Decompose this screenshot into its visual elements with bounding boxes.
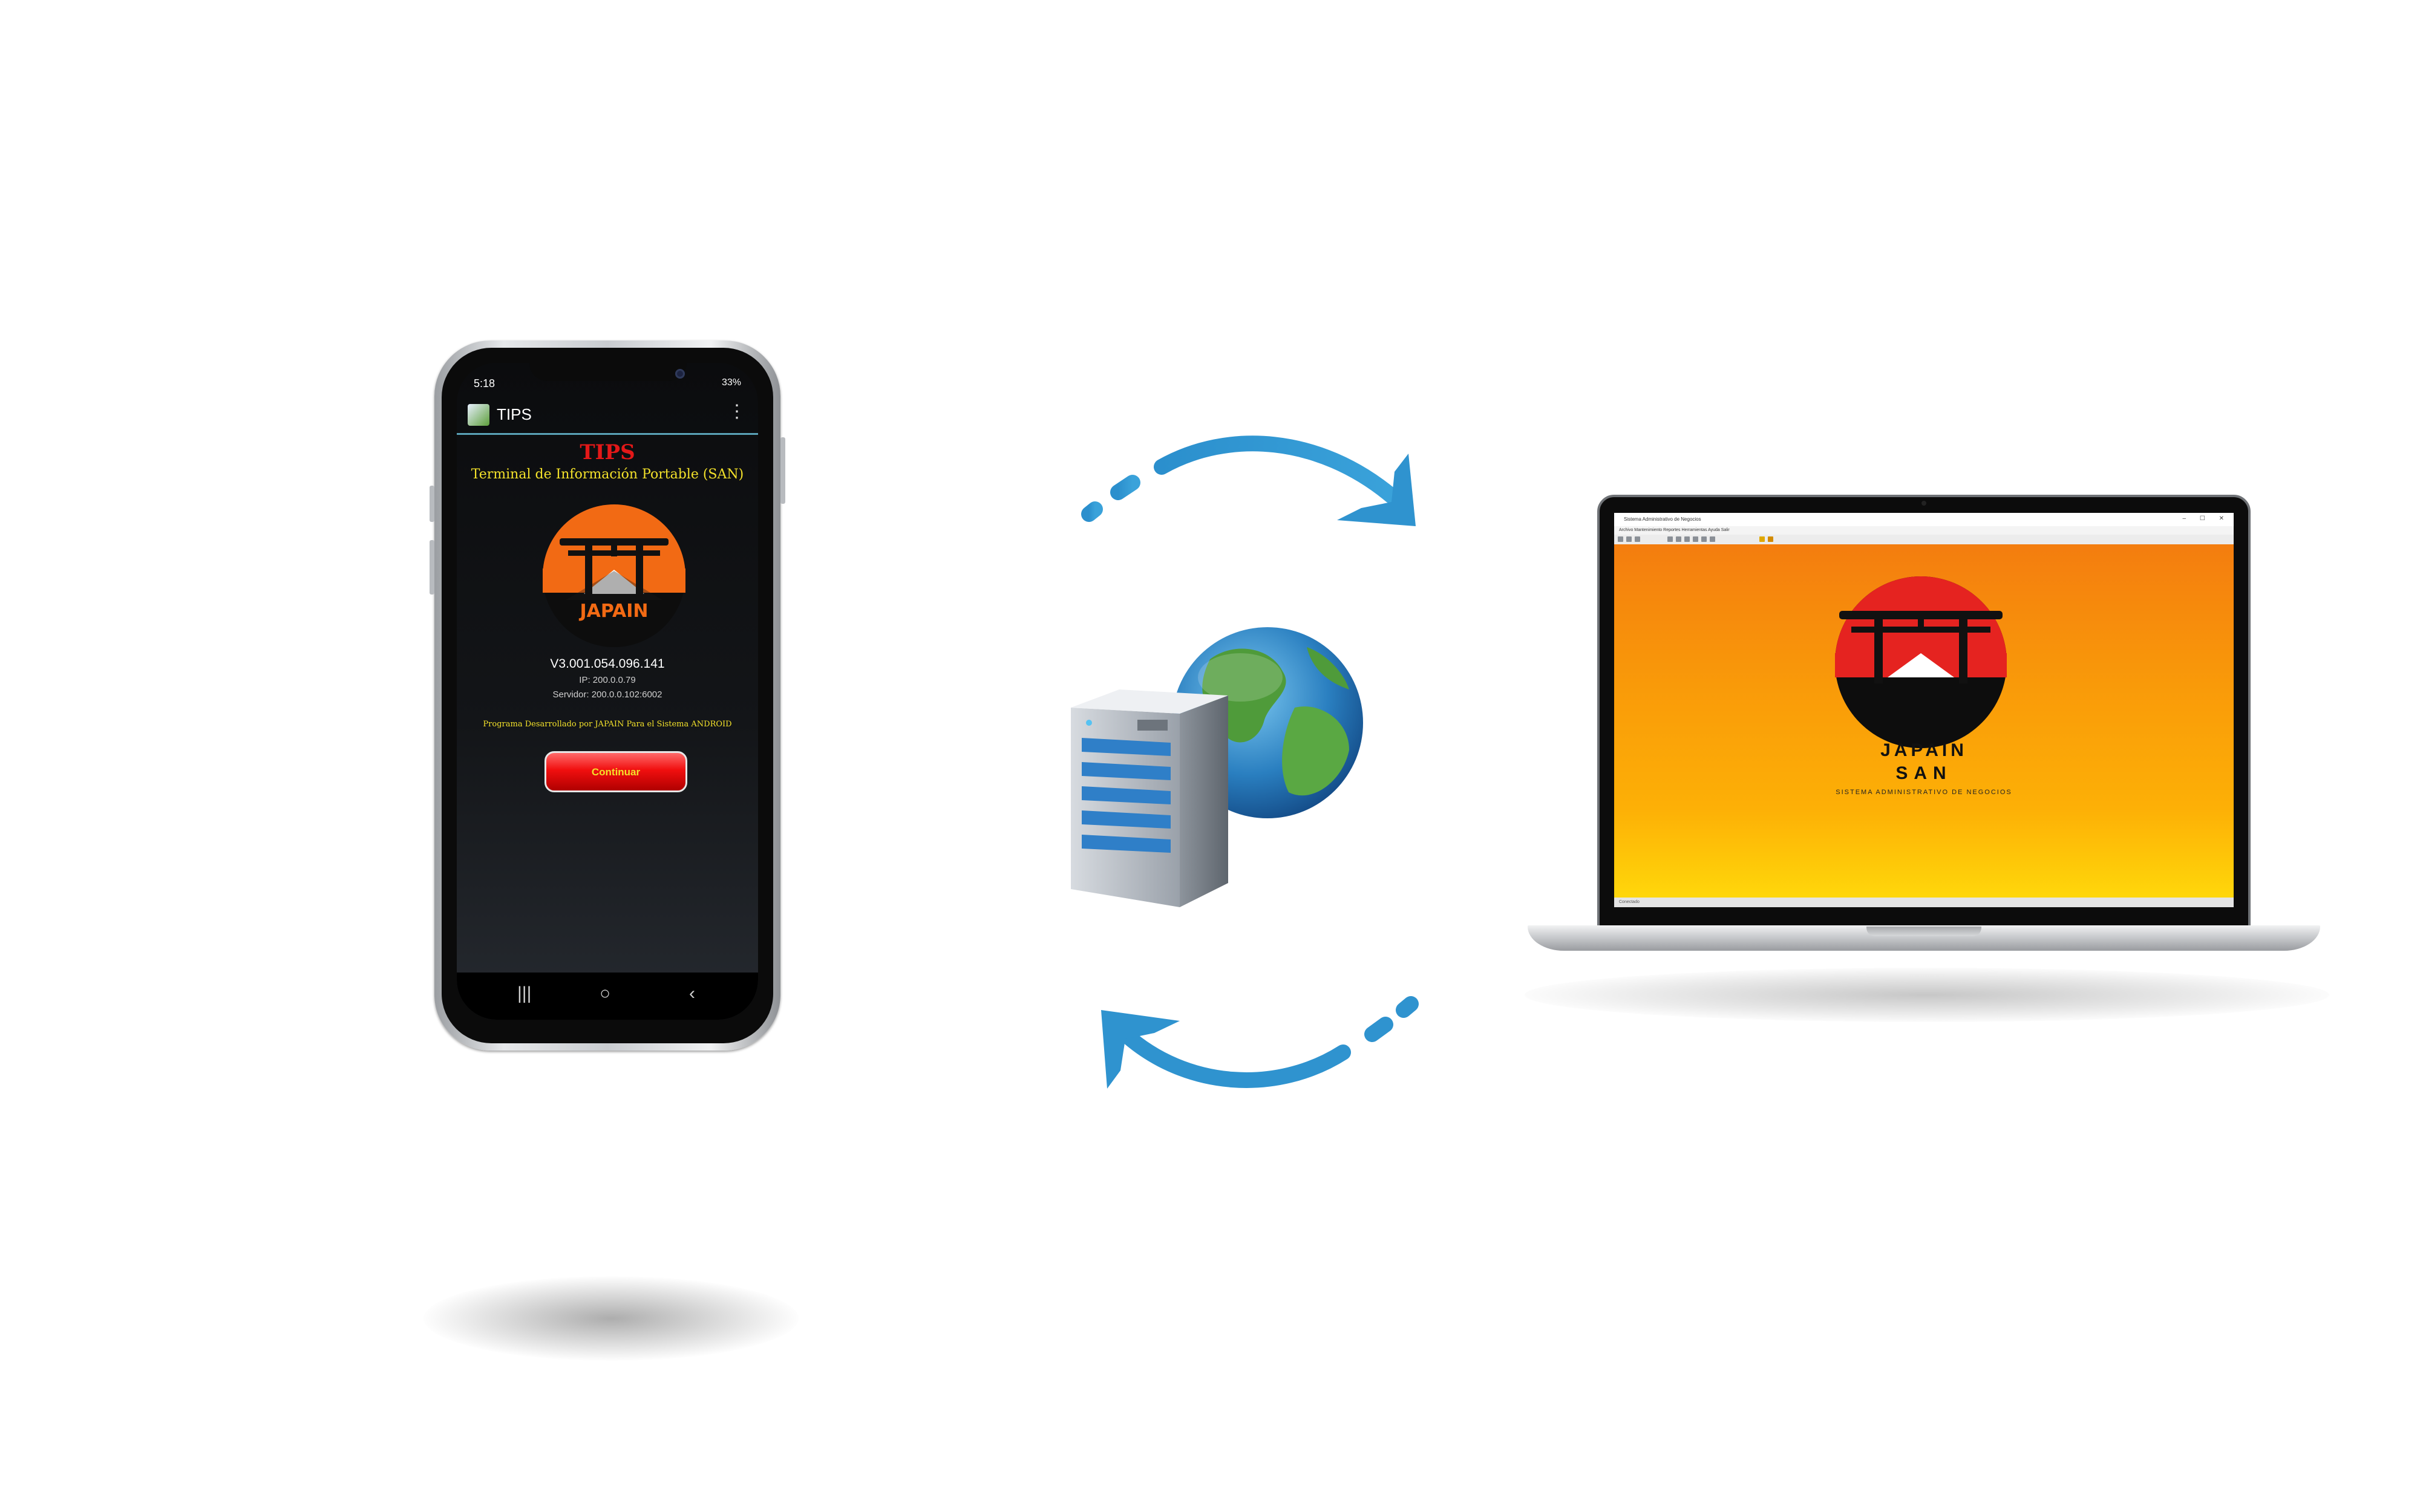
recents-icon[interactable]: ||| — [517, 983, 532, 1003]
toolbar-button[interactable] — [1710, 536, 1715, 542]
logo-text: JAPAIN — [578, 601, 648, 622]
toolbar-button[interactable] — [1759, 536, 1765, 542]
phone-bezel: 5:18 33% TIPS ⋮ TIPS Terminal de Informa… — [442, 348, 773, 1043]
server-icon — [1071, 689, 1228, 907]
laptop-opening-notch — [1866, 927, 1981, 936]
tips-subtitle: Terminal de Información Portable (SAN) — [471, 467, 744, 482]
status-bar: Conectado — [1614, 898, 2234, 907]
laptop: Sistema Administrativo de Negocios – ☐ ✕… — [1597, 495, 2251, 931]
japain-logo: JAPAIN — [543, 504, 685, 647]
toolbar-button[interactable] — [1635, 536, 1640, 542]
smartphone: 5:18 33% TIPS ⋮ TIPS Terminal de Informa… — [430, 341, 785, 1051]
phone-power-button — [780, 437, 785, 504]
torii-gate-icon — [560, 538, 669, 546]
phone-screen: 5:18 33% TIPS ⋮ TIPS Terminal de Informa… — [457, 363, 758, 1020]
webcam-icon — [1921, 501, 1926, 506]
version-label: V3.001.054.096.141 — [550, 657, 665, 671]
app-background: JAPAIN SAN SISTEMA ADMINISTRATIVO DE NEG… — [1614, 544, 2234, 898]
back-icon[interactable]: ‹ — [689, 983, 695, 1003]
toolbar-button[interactable] — [1676, 536, 1681, 542]
menu-bar: Archivo Mantenimiento Reportes Herramien… — [1614, 526, 2234, 535]
app-bar: TIPS ⋮ — [457, 397, 758, 435]
phone-volume-button — [430, 540, 434, 595]
status-text: Conectado — [1619, 900, 1640, 904]
toolbar-button[interactable] — [1626, 536, 1632, 542]
android-nav-bar: ||| ○ ‹ — [457, 973, 758, 1020]
toolbar-button[interactable] — [1618, 536, 1623, 542]
app-title: TIPS — [497, 405, 532, 423]
laptop-screen: Sistema Administrativo de Negocios – ☐ ✕… — [1614, 513, 2234, 907]
toolbar-button[interactable] — [1693, 536, 1698, 542]
sync-arrow-top-icon — [1081, 435, 1416, 526]
continue-button[interactable]: Continuar — [544, 751, 687, 792]
app-icon — [468, 404, 489, 426]
tips-title: TIPS — [580, 440, 635, 464]
mountain-icon — [584, 570, 644, 594]
torii-gate-icon — [1839, 611, 2003, 619]
brand-product: SAN — [1895, 763, 1952, 783]
phone-side-button — [430, 486, 434, 522]
menu-items[interactable]: Archivo Mantenimiento Reportes Herramien… — [1619, 528, 1730, 532]
phone-notch — [529, 363, 687, 381]
window-title: Sistema Administrativo de Negocios — [1624, 516, 1701, 522]
brand-name: JAPAIN — [1880, 740, 1967, 760]
toolbar — [1614, 535, 2234, 545]
laptop-shadow — [1525, 968, 2329, 1022]
window-controls[interactable]: – ☐ ✕ — [2182, 515, 2230, 522]
toolbar-button[interactable] — [1701, 536, 1707, 542]
brand-tagline: SISTEMA ADMINISTRATIVO DE NEGOCIOS — [1836, 789, 2012, 796]
window-titlebar: Sistema Administrativo de Negocios – ☐ ✕ — [1614, 513, 2234, 527]
ip-label: IP: 200.0.0.79 — [579, 675, 636, 685]
server-label: Servidor: 200.0.0.102:6002 — [552, 689, 662, 700]
sync-arrow-bottom-icon — [1101, 996, 1419, 1089]
status-battery: 33% — [721, 377, 741, 388]
mountain-icon — [1888, 653, 1954, 677]
toolbar-button[interactable] — [1684, 536, 1690, 542]
toolbar-button[interactable] — [1768, 536, 1773, 542]
japain-san-logo — [1835, 576, 2007, 748]
phone-shadow — [424, 1276, 799, 1361]
toolbar-button[interactable] — [1667, 536, 1673, 542]
overflow-menu-icon[interactable]: ⋮ — [728, 402, 746, 422]
camera-icon — [675, 369, 685, 379]
status-time: 5:18 — [474, 377, 495, 389]
developer-note: Programa Desarrollado por JAPAIN Para el… — [483, 720, 732, 729]
home-icon[interactable]: ○ — [600, 983, 611, 1003]
